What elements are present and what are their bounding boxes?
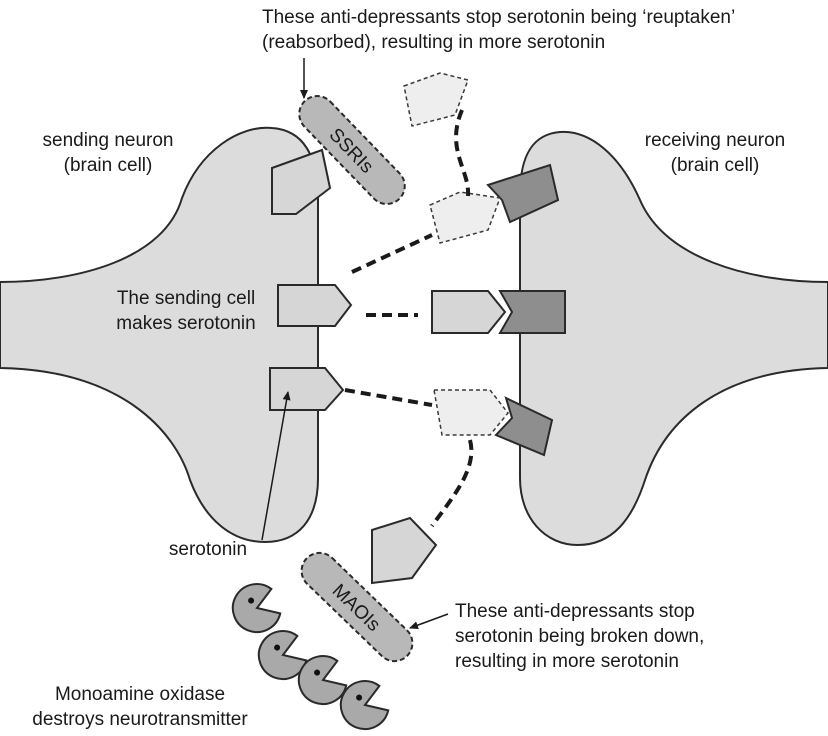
mao-label-line1: Monoamine oxidase: [55, 684, 225, 705]
receiving-neuron: [520, 132, 828, 545]
sending-neuron-label: sending neuron: [43, 130, 174, 151]
serotonin-released-lower: [434, 390, 508, 435]
ssri-note-line1: These anti-depressants stop serotonin be…: [262, 7, 735, 28]
sending-cell-sublabel: makes serotonin: [116, 313, 255, 334]
maoi-note-line3: resulting in more serotonin: [455, 651, 679, 672]
maoi-note-line1: These anti-depressants stop: [455, 601, 695, 622]
path-lower: [345, 390, 432, 405]
serotonin-label: serotonin: [169, 539, 247, 560]
path-upper: [352, 235, 432, 272]
maoi-note-line2: serotonin being broken down,: [455, 626, 704, 647]
serotonin-molecule-middle: [278, 285, 351, 326]
serotonin-broken-down: [372, 518, 436, 583]
path-breakdown: [432, 440, 471, 526]
sending-neuron: [0, 128, 318, 542]
serotonin-molecule-bottom: [270, 368, 343, 410]
arrow-to-maoi: [410, 614, 448, 628]
ssri-note-line2: (reabsorbed), resulting in more serotoni…: [262, 32, 605, 53]
sending-neuron-sublabel: (brain cell): [64, 155, 153, 176]
serotonin-released-upper: [430, 192, 500, 243]
receiving-neuron-sublabel: (brain cell): [671, 155, 760, 176]
serotonin-bound: [432, 291, 505, 333]
receiving-neuron-label: receiving neuron: [645, 130, 785, 151]
mao-label-line2: destroys neurotransmitter: [32, 709, 248, 730]
enzyme-1: [226, 579, 284, 639]
receptor-middle: [500, 291, 565, 333]
sending-cell-label: The sending cell: [117, 288, 255, 309]
path-reuptake: [456, 110, 468, 196]
